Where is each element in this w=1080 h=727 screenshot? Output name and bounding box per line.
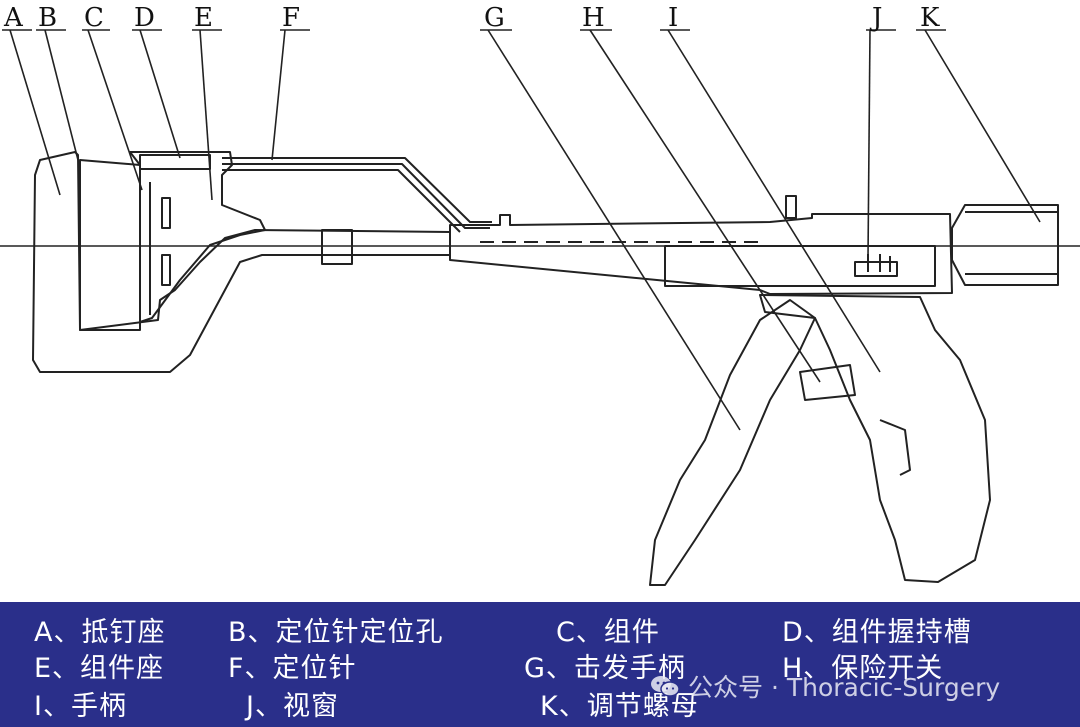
locating-pin-2 <box>222 163 490 229</box>
legend-item-e: E、组件座 <box>34 653 165 684</box>
component-holder <box>129 151 266 323</box>
label-c: C <box>84 3 104 33</box>
label-d: D <box>134 3 155 33</box>
label-f: F <box>282 3 300 33</box>
label-a: A <box>3 3 24 33</box>
legend-item-b: B、定位针定位孔 <box>228 617 444 648</box>
window-frame <box>664 245 936 287</box>
legend-panel: A、抵钉座 B、定位针定位孔 C、组件 D、组件握持槽 E、组件座 F、定位针 … <box>0 602 1080 727</box>
holder-slot-top <box>139 154 211 170</box>
anvil-inner <box>79 159 141 331</box>
handle <box>759 294 991 583</box>
label-b: B <box>38 3 57 33</box>
adjust-nut <box>951 204 1059 286</box>
legend-item-f: F、定位针 <box>228 653 357 684</box>
safety-nub <box>785 195 797 219</box>
safety-switch <box>799 364 856 401</box>
shaft-collar <box>321 229 353 265</box>
sight-window <box>854 261 898 277</box>
locating-pin-3 <box>222 169 461 233</box>
locating-pin <box>222 157 492 223</box>
legend-item-h: H、保险开关 <box>782 653 944 684</box>
holder-slot-2 <box>161 254 171 286</box>
anvil-body <box>32 151 451 373</box>
label-j: J <box>869 3 882 33</box>
legend-item-j: J、视窗 <box>246 691 339 722</box>
shaft <box>449 213 953 295</box>
label-e: E <box>194 3 213 33</box>
firing-handle <box>649 299 816 586</box>
stapler-diagram: A B C D E F G H I J K <box>0 3 1080 586</box>
watermark-text: 公众号 · Thoracic-Surgery <box>688 673 1001 702</box>
wechat-icon <box>651 676 680 697</box>
legend-item-d: D、组件握持槽 <box>782 617 972 648</box>
legend-item-a: A、抵钉座 <box>34 617 166 648</box>
label-g: G <box>484 3 505 33</box>
label-h: H <box>582 3 605 33</box>
holder-slot-1 <box>161 197 171 229</box>
label-i: I <box>668 3 678 33</box>
legend-item-c: C、组件 <box>556 617 660 648</box>
handle-notch <box>879 419 911 476</box>
legend-item-i: I、手柄 <box>34 691 127 722</box>
watermark: 公众号 · Thoracic-Surgery <box>650 668 1000 704</box>
label-k: K <box>920 3 940 33</box>
